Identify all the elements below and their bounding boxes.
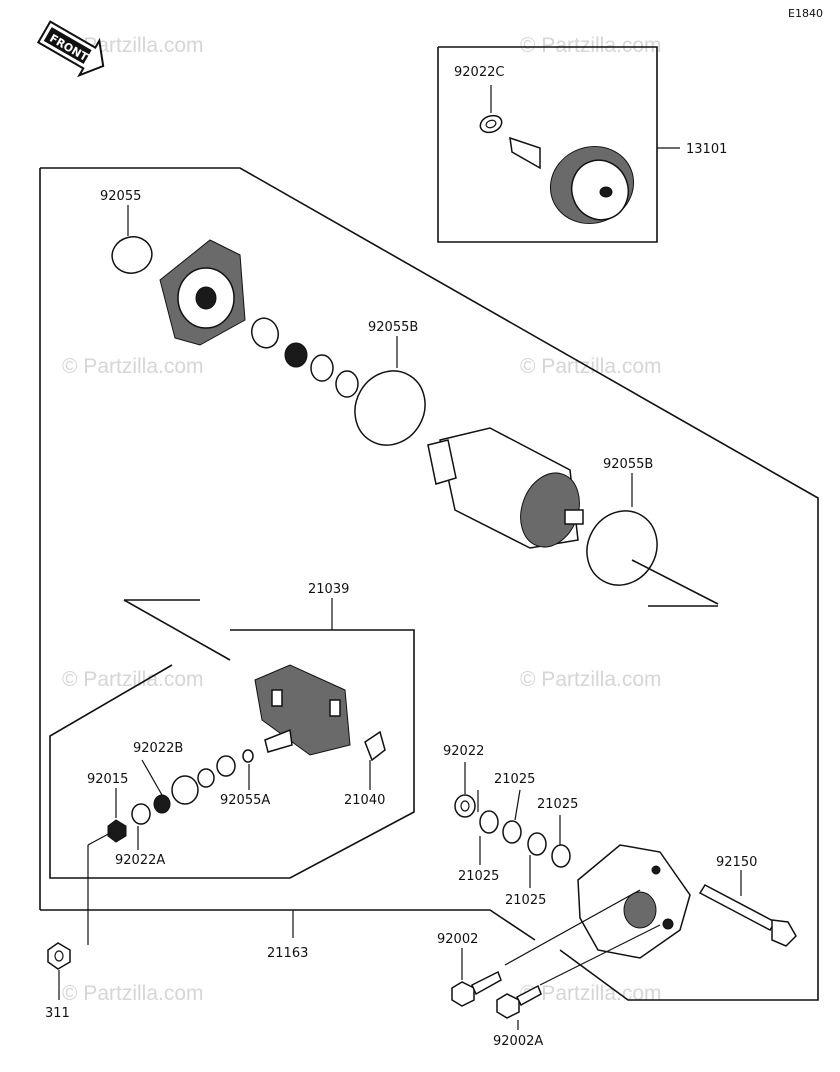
label-92022: 92022 <box>443 744 484 759</box>
front-cover <box>159 239 246 346</box>
lower-outline <box>40 909 536 941</box>
watermark-3: © Partzilla.com <box>62 355 204 378</box>
label-13101: 13101 <box>686 142 727 157</box>
label-21039: 21039 <box>308 582 349 597</box>
label-21040: 21040 <box>344 793 385 808</box>
label-92150: 92150 <box>716 855 757 870</box>
front-arrow-icon: FRONT <box>36 20 105 78</box>
label-92055a: 92055A <box>220 793 270 808</box>
label-92002: 92002 <box>437 932 478 947</box>
washer-stack-lower-left <box>107 755 236 843</box>
bolt-92002 <box>451 948 502 1007</box>
label-21025-c: 21025 <box>458 869 499 884</box>
label-21163: 21163 <box>267 946 308 961</box>
diagram-code: E1840 <box>788 7 823 20</box>
label-92022b: 92022B <box>133 741 183 756</box>
washer-stack-upper <box>251 317 359 398</box>
brush-holder-box <box>49 598 415 879</box>
rear-cover <box>577 844 691 959</box>
o-ring-92055b-2 <box>586 473 658 586</box>
label-92022a: 92022A <box>115 853 165 868</box>
armature-yoke <box>427 427 584 549</box>
label-21025-d: 21025 <box>505 893 546 908</box>
nut-311 <box>47 942 71 1000</box>
watermark-7: © Partzilla.com <box>62 982 204 1005</box>
thru-line-1 <box>504 889 641 966</box>
label-92002a: 92002A <box>493 1034 543 1049</box>
watermark-2: © Partzilla.com <box>520 34 662 57</box>
label-92055b-1: 92055B <box>368 320 418 335</box>
watermark-6: © Partzilla.com <box>520 668 662 691</box>
thru-line-2 <box>539 924 661 986</box>
label-92055: 92055 <box>100 189 141 204</box>
label-92055b-2: 92055B <box>603 457 653 472</box>
label-92015: 92015 <box>87 772 128 787</box>
washer-stack-rear <box>454 762 571 868</box>
label-21025-b: 21025 <box>537 797 578 812</box>
watermark-5: © Partzilla.com <box>62 668 204 691</box>
watermark-4: © Partzilla.com <box>520 355 662 378</box>
label-311: 311 <box>45 1006 70 1021</box>
o-ring-92055b-1 <box>354 336 426 446</box>
label-92022c: 92022C <box>454 65 504 80</box>
pinion-assembly-box <box>437 46 680 243</box>
bolt-92150 <box>698 870 797 947</box>
o-ring-92055 <box>111 205 153 274</box>
taper-line <box>631 559 719 605</box>
label-21025-a: 21025 <box>494 772 535 787</box>
bolt-92002a <box>496 984 542 1030</box>
upper-outline <box>40 167 819 1001</box>
